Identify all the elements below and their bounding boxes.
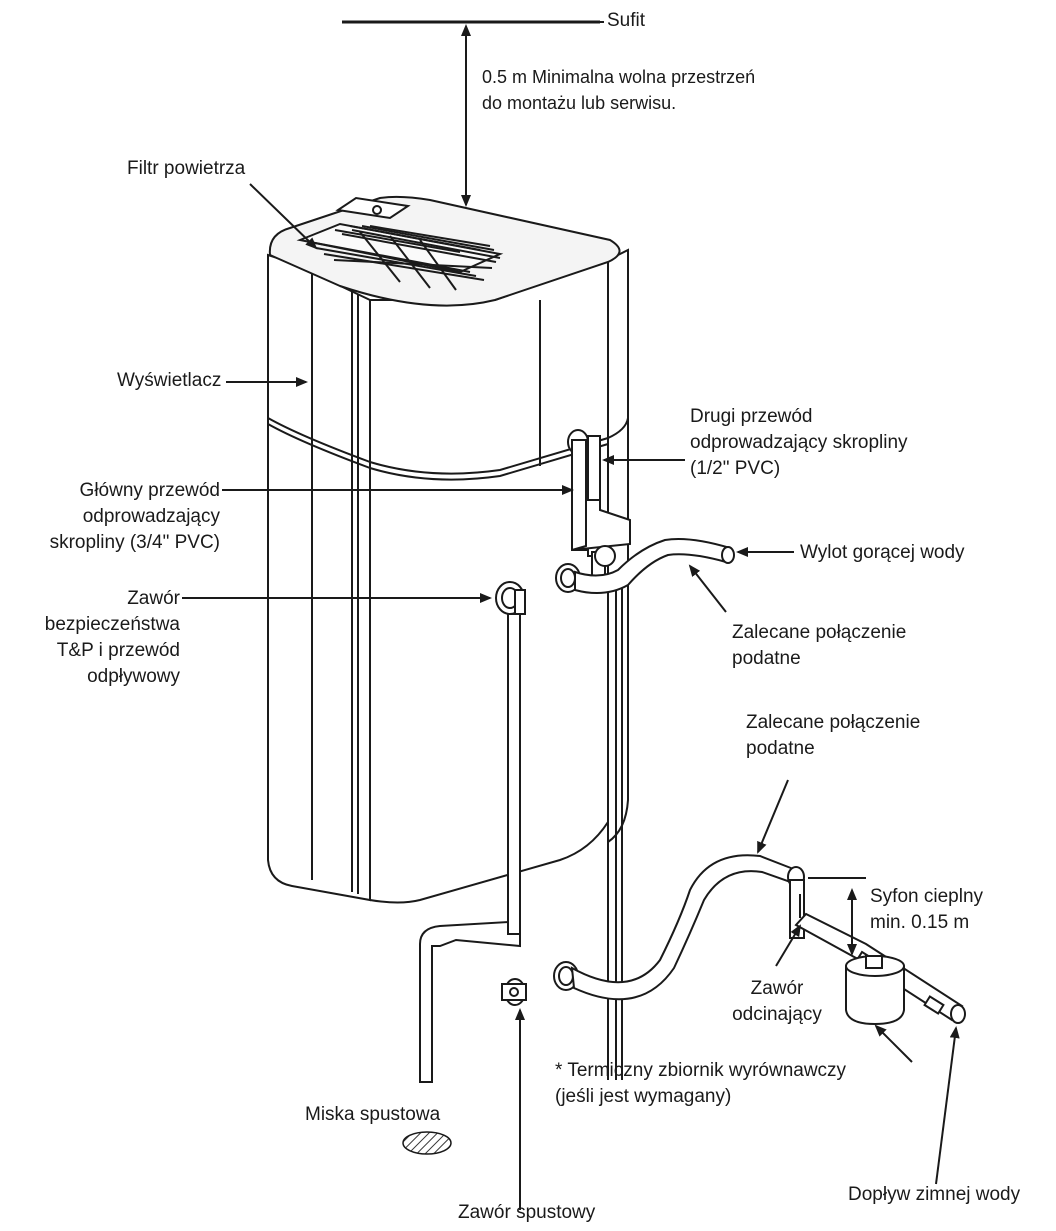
label-expansion-line-2: (jeśli jest wymagany) — [555, 1086, 732, 1107]
label-shutoff-line-2: odcinający — [732, 1004, 822, 1025]
label-expansion-tank: * Termiczny zbiornik wyrównawczy (jeśli … — [555, 1058, 846, 1110]
display-strip — [311, 274, 359, 894]
label-secondary-drain-line-1: Drugi przewód — [690, 406, 813, 427]
label-shutoff-valve: Zawór odcinający — [732, 976, 822, 1028]
label-tp-valve-line-3: T&P i przewód — [56, 640, 180, 661]
drain-pan-icon — [402, 1131, 452, 1155]
label-main-drain-line-3: skropliny (3/4" PVC) — [49, 532, 220, 553]
label-secondary-drain-line-2: odprowadzający skropliny — [690, 432, 908, 453]
label-flex-connection-lower: Zalecane połączenie podatne — [746, 710, 920, 762]
leader-arrows — [182, 21, 960, 1210]
upper-band — [267, 300, 629, 481]
label-flex-upper-line-2: podatne — [732, 648, 801, 669]
label-heat-trap-line-2: min. 0.15 m — [870, 912, 970, 933]
tp-valve-pipe — [419, 581, 526, 1083]
expansion-tank — [845, 955, 905, 1026]
label-tp-valve-line-2: bezpieczeństwa — [44, 614, 180, 635]
label-heat-trap-line-1: Syfon cieplny — [870, 886, 984, 907]
label-secondary-drain-line-3: (1/2" PVC) — [690, 458, 781, 479]
label-main-drain-line-2: odprowadzający — [82, 506, 220, 527]
label-flex-lower-line-2: podatne — [746, 738, 815, 759]
label-clearance-line-1: 0.5 m Minimalna wolna przestrzeń — [482, 67, 756, 87]
label-cold-water-inlet: Dopływ zimnej wody — [848, 1184, 1021, 1205]
label-air-filter: Filtr powietrza — [127, 158, 246, 179]
label-flex-connection-upper: Zalecane połączenie podatne — [732, 620, 906, 672]
label-clearance: 0.5 m Minimalna wolna przestrzeń do mont… — [482, 64, 755, 116]
air-filter-grille — [296, 196, 504, 291]
label-drain-valve: Zawór spustowy — [458, 1202, 596, 1223]
drain-valve-fitting — [501, 978, 527, 1006]
heat-trap-dimension — [808, 877, 866, 956]
label-hot-water-outlet: Wylot gorącej wody — [800, 542, 965, 563]
label-heat-trap: Syfon cieplny min. 0.15 m — [870, 884, 983, 936]
label-flex-lower-line-1: Zalecane połączenie — [746, 712, 921, 733]
label-secondary-drain: Drugi przewód odprowadzający skropliny (… — [690, 404, 908, 482]
label-ceiling: Sufit — [607, 10, 646, 31]
label-tp-valve-line-4: odpływowy — [87, 666, 180, 687]
label-tp-valve-line-1: Zawór — [127, 588, 180, 609]
label-display: Wyświetlacz — [117, 370, 222, 391]
label-main-drain-line-1: Główny przewód — [79, 480, 220, 501]
label-clearance-line-2: do montażu lub serwisu. — [482, 93, 677, 113]
label-expansion-line-1: * Termiczny zbiornik wyrównawczy — [555, 1060, 847, 1081]
label-tp-valve: Zawór bezpieczeństwa T&P i przewód odpły… — [10, 586, 180, 690]
hot-water-outlet-pipe — [555, 538, 735, 595]
label-main-drain: Główny przewód odprowadzający skropliny … — [8, 478, 220, 556]
label-drain-pan: Miska spustowa — [305, 1104, 441, 1125]
label-flex-upper-line-1: Zalecane połączenie — [732, 622, 907, 643]
label-shutoff-line-1: Zawór — [750, 978, 804, 999]
